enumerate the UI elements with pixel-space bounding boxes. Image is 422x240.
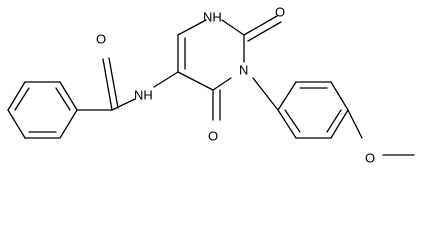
- bond-phenyl-inner-2: [55, 87, 71, 111]
- bond-phenyl-inner-1: [14, 87, 30, 111]
- bond-aryl-1: [277, 81, 297, 111]
- atom-label-ring-n: N: [239, 63, 248, 78]
- atom-label-amide-nh: NH: [134, 88, 153, 103]
- atom-label-lower-middle-o: O: [208, 129, 218, 144]
- atom-label-ring-nh: NH: [203, 10, 222, 25]
- chemical-structure: NH O N O NH O O: [7, 5, 415, 166]
- bond-carbonyl-o-b: [108, 57, 119, 109]
- atom-label-methoxy-o: O: [365, 151, 375, 166]
- bond-carbonyl-o-a: [102, 58, 113, 111]
- bond-ring-n3-c4: [212, 77, 232, 91]
- bond-nh-pyrimidine: [153, 71, 179, 88]
- bond-ring-c4-c5: [177, 71, 214, 91]
- bond-aryl-oxygen: [347, 109, 363, 139]
- bond-aryl-inner-2: [326, 109, 342, 133]
- atom-label-amide-o: O: [96, 32, 106, 47]
- bond-ring-c6-n1: [177, 19, 207, 36]
- bond-aryl-inner-3: [284, 109, 301, 133]
- bond-ring-n1-c2: [221, 19, 245, 36]
- bond-phenyl-4: [59, 109, 78, 139]
- bond-aryl-3: [330, 81, 349, 111]
- bond-phenyl-6: [7, 109, 26, 139]
- bond-n3-aryl: [252, 77, 279, 111]
- bond-c2-o-a: [243, 15, 278, 36]
- bond-c2-o-b: [247, 21, 282, 42]
- bond-carbonyl-nh: [111, 98, 136, 111]
- bond-phenyl-1: [7, 81, 26, 111]
- bond-aryl-4: [330, 109, 349, 139]
- bond-phenyl-3: [59, 81, 78, 111]
- atom-label-upper-right-o: O: [275, 5, 285, 20]
- bond-aryl-6: [277, 109, 297, 139]
